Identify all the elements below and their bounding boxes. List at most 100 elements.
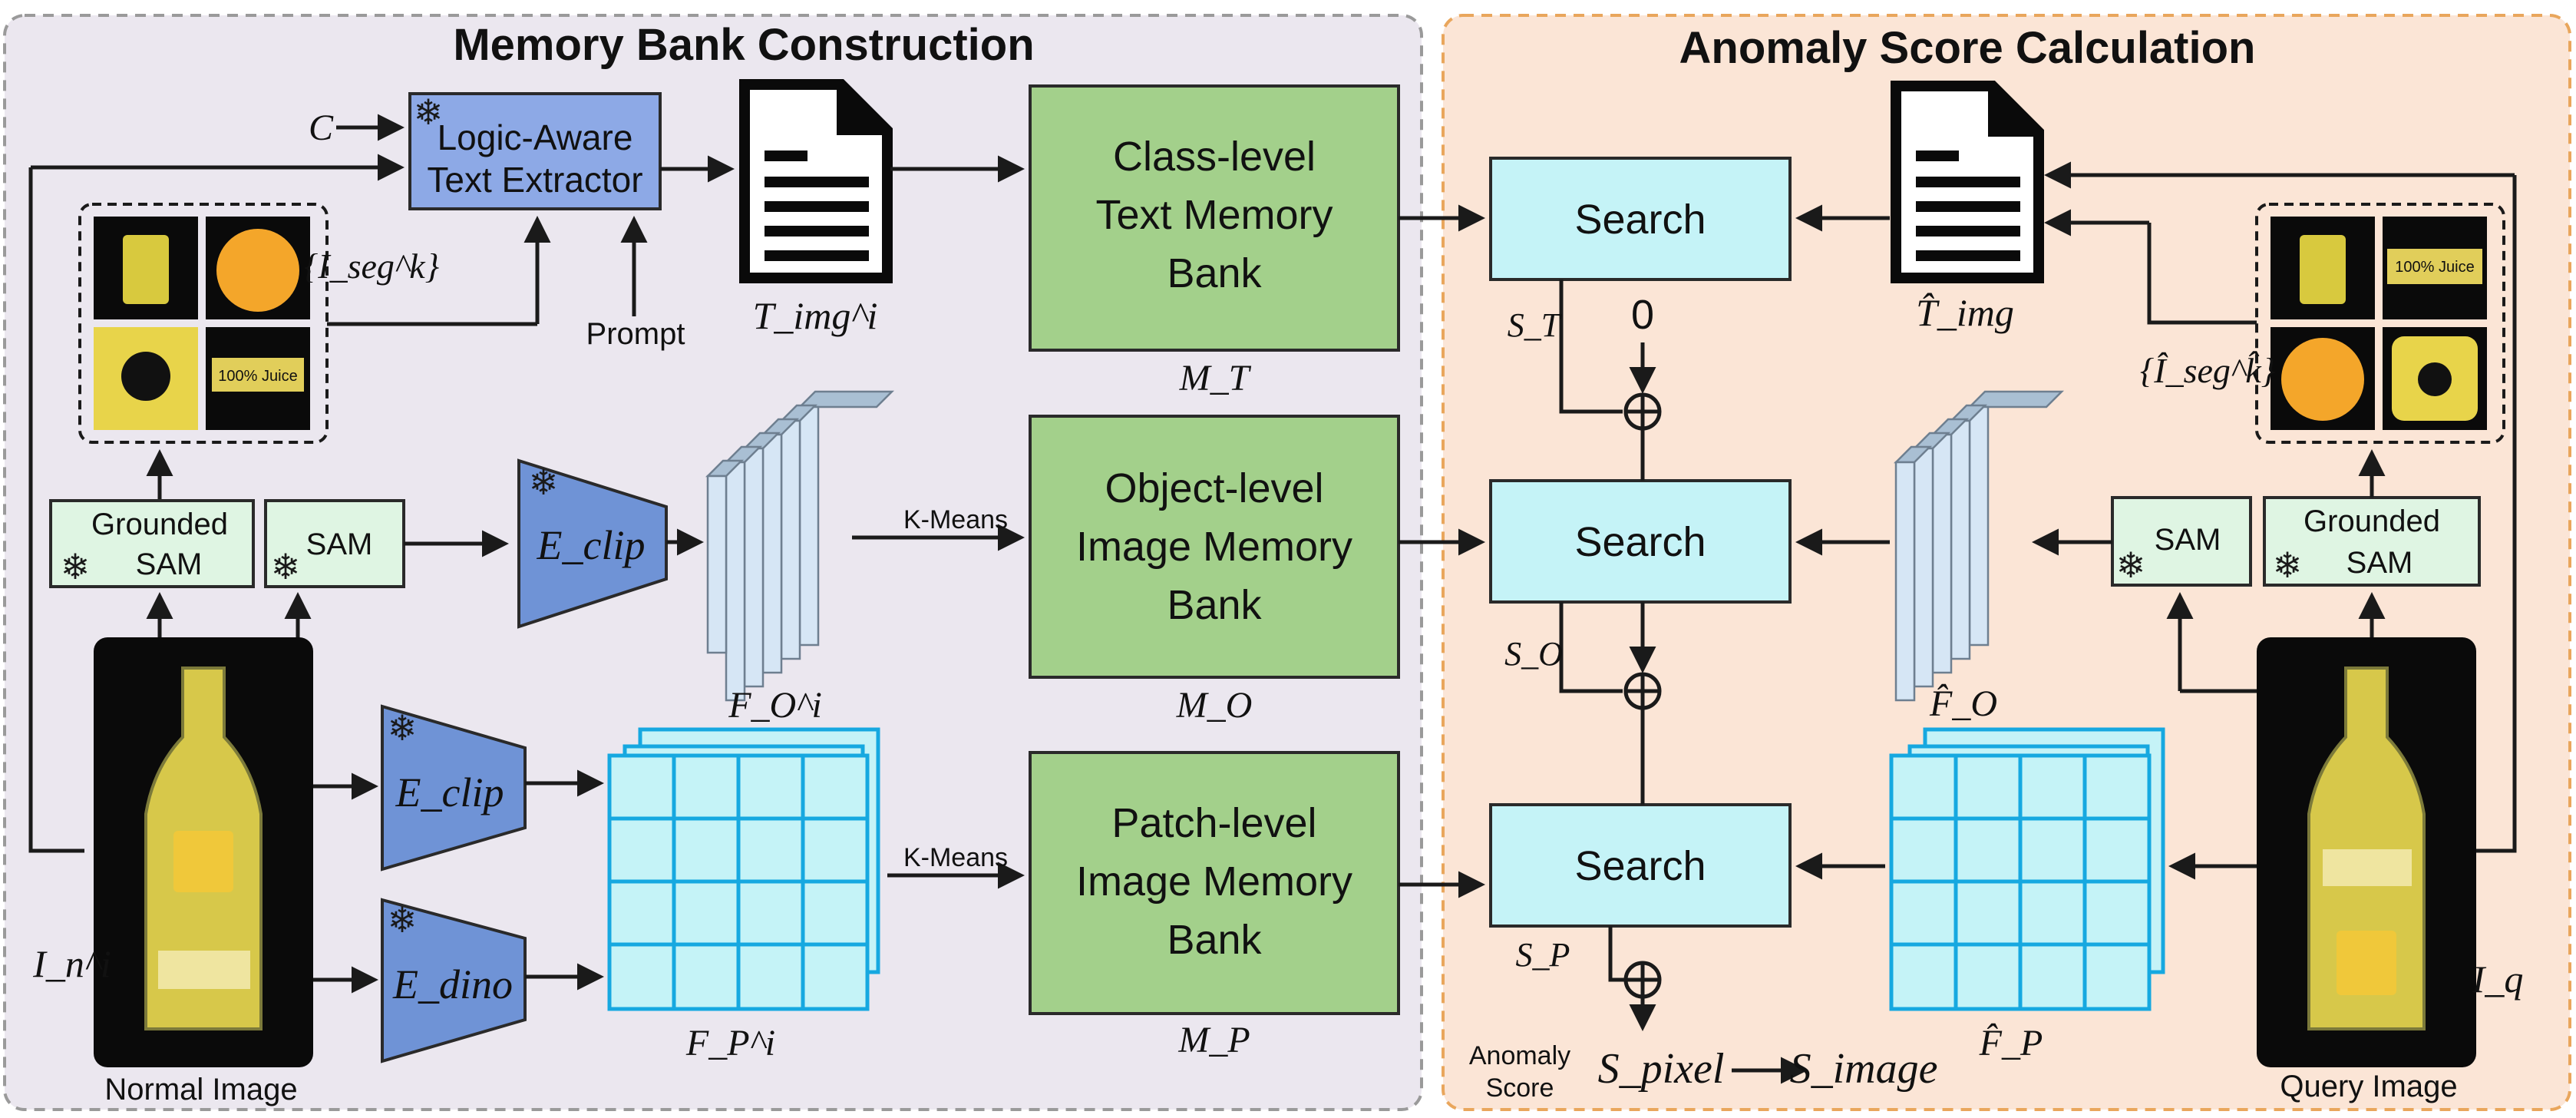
query-object-feature-label: F̂_O (1929, 683, 1997, 724)
query-orange-shape (2281, 338, 2364, 421)
text-bank-symbol: M_T (1179, 358, 1252, 399)
query-image-symbol: I_q (2472, 958, 2524, 1001)
score-object-label: S_O (1504, 635, 1563, 673)
grounded-sam-right-line1: Grounded (2304, 504, 2440, 538)
memory-bank-title: Memory Bank Construction (453, 20, 1034, 70)
object-bank-line3: Bank (1167, 582, 1262, 628)
normal-image-symbol: I_n^i (32, 942, 111, 985)
sam-right-label: SAM (2155, 523, 2221, 557)
object-feature-stack-right (1893, 390, 2065, 702)
document-icon (739, 79, 893, 283)
orange-shape (216, 229, 299, 312)
grounded-sam-right-line2: SAM (2346, 546, 2413, 580)
query-patch-feature-label: F̂_P (1979, 1022, 2043, 1063)
score-text-label: S_T (1508, 306, 1563, 344)
query-text-label: T̂_img (1916, 291, 2014, 334)
score-patch-line (1608, 926, 1624, 982)
search-patch-box (1489, 803, 1792, 928)
prompt-label: Prompt (586, 317, 685, 351)
patch-feature-grid-left (607, 727, 880, 1011)
sam-snowflake-icon: ❄ (271, 547, 301, 587)
query-image-caption: Query Image (2280, 1070, 2457, 1103)
object-level-image-memory-bank (1029, 415, 1400, 679)
sam-left-label: SAM (306, 528, 373, 561)
query-segment-set-label: {Î_seg^k̂} (2140, 351, 2275, 390)
patch-feature-grid-right (1889, 727, 2165, 1011)
dino-label: E_dino (392, 961, 513, 1007)
anomaly-score-title: Anomaly Score Calculation (1679, 23, 2256, 73)
bottle-label-left (173, 831, 233, 892)
object-kmeans-label: K-Means (903, 505, 1008, 534)
dino-encoder (381, 898, 527, 1063)
pixel-score-label: S_pixel (1598, 1045, 1725, 1093)
patch-kmeans-label: K-Means (903, 843, 1008, 872)
object-feature-stack-left (705, 390, 895, 702)
class-level-text-memory-bank (1029, 84, 1400, 352)
search-object-label: Search (1574, 519, 1706, 565)
normal-image-caption: Normal Image (104, 1073, 297, 1106)
bottle-label-right (2337, 931, 2396, 995)
clip-object-label: E_clip (537, 522, 646, 568)
class-name-symbol: C (309, 108, 334, 148)
query-loop-line (2476, 175, 2517, 853)
clip-encoder-patch (381, 704, 527, 872)
grounded-sam-left (49, 499, 255, 588)
sam-left (264, 499, 405, 588)
score-patch-label: S_P (1516, 936, 1570, 974)
clip-patch-label: E_clip (395, 769, 504, 815)
text-bank-line3: Bank (1167, 250, 1262, 296)
patch-bank-line2: Image Memory (1076, 858, 1352, 905)
text-bank-line1: Class-level (1113, 134, 1316, 180)
query-hole-shape (2418, 362, 2452, 396)
anomaly-label-line2: Score (1486, 1073, 1554, 1103)
image-score-label: S_image (1790, 1045, 1938, 1093)
patch-feature-label: F_P^i (685, 1023, 775, 1063)
juice-tile-text: 100% Juice (218, 368, 297, 385)
extractor-line2: Text Extractor (427, 160, 642, 200)
object-bank-symbol: M_O (1176, 685, 1253, 726)
bottle-label-shape (123, 235, 169, 304)
score-object-line (1559, 602, 1623, 693)
clip-encoder-object (517, 458, 668, 629)
zero-label: 0 (1631, 292, 1654, 338)
segment-set-label: {I_seg^k} (304, 246, 439, 286)
score-text-line (1559, 280, 1623, 414)
extractor-line1: Logic-Aware (438, 117, 633, 157)
patch-bank-line3: Bank (1167, 917, 1262, 963)
segment-set-left (78, 203, 329, 444)
bottle-juice-label-right (2323, 849, 2412, 886)
grounded-sam-right (2263, 496, 2481, 587)
search-text-box (1489, 157, 1792, 281)
sam-right-snowflake-icon: ❄ (2116, 545, 2146, 585)
patch-bank-symbol: M_P (1177, 1020, 1250, 1060)
anomaly-label-line1: Anomaly (1469, 1041, 1570, 1070)
clip-object-snowflake-icon: ❄ (529, 462, 559, 502)
juice-text-label (212, 358, 304, 392)
search-object-box (1489, 479, 1792, 604)
query-bottle-shape (2300, 235, 2346, 304)
search-patch-label: Search (1574, 843, 1706, 889)
object-feature-label: F_O^i (728, 685, 822, 726)
search-text-label: Search (1574, 197, 1706, 243)
query-juice-tile-text: 100% Juice (2395, 259, 2474, 276)
patch-bank-line1: Patch-level (1111, 800, 1316, 846)
object-bank-line1: Object-level (1105, 465, 1323, 511)
grounded-sam-left-line2: SAM (136, 547, 203, 581)
bottle-juice-label-left (158, 951, 250, 989)
grounded-sam-left-line1: Grounded (91, 508, 228, 541)
normal-image-loop-line (28, 167, 84, 853)
segment-set-right (2255, 203, 2505, 444)
text-feature-label: T_img^i (753, 294, 878, 337)
query-juice-label (2387, 249, 2482, 284)
grounded-sam-snowflake-icon: ❄ (61, 547, 91, 587)
object-bank-line2: Image Memory (1076, 524, 1352, 570)
logic-aware-text-extractor (408, 92, 662, 210)
frozen-snowflake-icon: ❄ (414, 92, 444, 132)
grounded-sam-right-snowflake-icon: ❄ (2273, 545, 2303, 585)
hole-shape (121, 352, 170, 401)
query-segments-line (2147, 223, 2257, 325)
clip-patch-snowflake-icon: ❄ (388, 708, 418, 748)
query-document-icon (1891, 81, 2044, 283)
dino-snowflake-icon: ❄ (388, 900, 418, 940)
